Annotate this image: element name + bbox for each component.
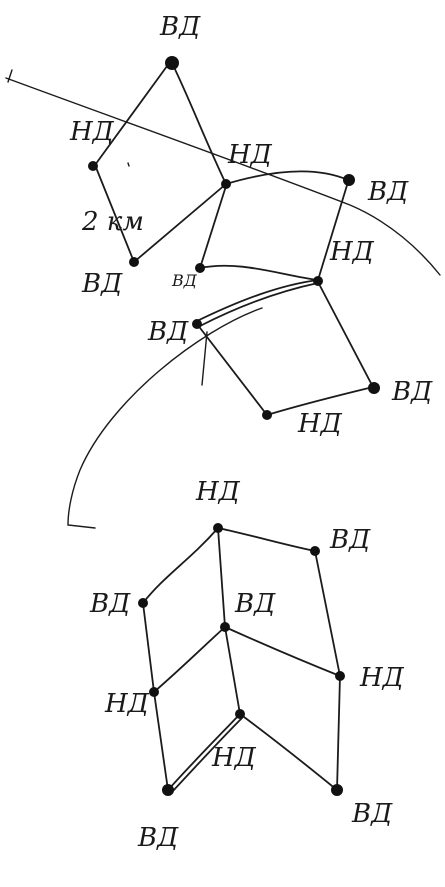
edge-mid-top-a: [194, 279, 319, 323]
curve-start-tick: [7, 69, 13, 83]
label-mid-bottom-nd: НД: [297, 409, 343, 439]
node-b-inner-nd: [235, 709, 245, 719]
node-mid-left-vd: [192, 319, 202, 329]
edge-small-right: [199, 264, 319, 281]
edge-b-right-1: [314, 550, 341, 677]
middle-cluster: [192, 276, 380, 420]
label-b-top-right-vd: ВД: [329, 525, 371, 555]
edge-b-low-right: [239, 713, 338, 791]
node-mid-bottom-nd: [262, 410, 272, 420]
sweep-arc: [67, 307, 263, 529]
node-b-bottom-left-vd: [162, 784, 174, 796]
edge-mid-bottom: [266, 386, 374, 416]
edge-left-down: [94, 164, 135, 263]
label-small-vd: ВД: [171, 271, 198, 290]
label-b-top-nd: НД: [195, 477, 241, 507]
top-cluster: [88, 56, 355, 281]
edge-lower-center: [133, 183, 227, 263]
edge-b-spine-2: [224, 626, 241, 715]
edge-right-down: [317, 181, 349, 281]
label-b-left-nd: НД: [104, 689, 150, 719]
label-left-nd: НД: [69, 117, 115, 147]
label-center-nd: НД: [227, 140, 273, 170]
edge-b-left-1: [142, 602, 155, 693]
node-b-right-nd: [335, 671, 345, 681]
label-top-vd: ВД: [159, 12, 201, 42]
label-lower-left-vd: ВД: [81, 269, 123, 299]
label-km: 2 км: [81, 207, 144, 237]
node-center-nd: [221, 179, 231, 189]
node-b-bottom-right-vd: [331, 784, 343, 796]
edge-center-right: [225, 170, 349, 185]
edge-b-top-right: [217, 527, 316, 552]
label-b-right-nd: НД: [359, 663, 405, 693]
long-curve: [5, 77, 441, 276]
node-b-top-right-vd: [310, 546, 320, 556]
label-right-nd: НД: [329, 237, 375, 267]
edge-top-left: [94, 61, 171, 166]
bottom-cluster: [138, 523, 345, 796]
edge-b-left-2: [153, 691, 169, 791]
node-b-left-vd: [138, 598, 148, 608]
label-mid-right-vd: ВД: [391, 377, 433, 407]
edge-mid-top-b: [199, 282, 319, 327]
node-b-top-nd: [213, 523, 223, 533]
edge-b-mid-left: [153, 626, 226, 693]
node-mid-right-vd: [368, 382, 380, 394]
edge-b-low-left-a: [167, 713, 241, 791]
node-b-center-vd: [220, 622, 230, 632]
edge-b-right-2: [336, 675, 341, 791]
km-tick: [127, 162, 130, 167]
label-mid-left-vd: ВД: [147, 317, 189, 347]
node-mid-right-nd: [313, 276, 323, 286]
node-small-vd: [195, 263, 205, 273]
label-b-left-vd: ВД: [89, 589, 131, 619]
edge-center-small: [199, 185, 227, 269]
node-left-nd: [88, 161, 98, 171]
label-right-vd: ВД: [367, 177, 409, 207]
node-b-left-nd: [149, 687, 159, 697]
mid-inner-line: [201, 331, 208, 386]
edge-mid-left: [196, 323, 268, 416]
node-top-vd: [165, 56, 179, 70]
edge-mid-right: [317, 281, 374, 388]
node-right-vd: [343, 174, 355, 186]
label-b-bottom-left-vd: ВД: [137, 823, 179, 853]
edge-b-spine-1: [217, 527, 226, 628]
edge-b-low-left-b: [171, 717, 243, 793]
label-b-inner-nd: НД: [211, 743, 257, 773]
node-lower-left-vd: [129, 257, 139, 267]
edge-b-mid-right: [224, 626, 341, 677]
edge-top-center: [171, 62, 227, 185]
label-b-bottom-right-vd: ВД: [351, 799, 393, 829]
label-b-center-vd: ВД: [234, 589, 276, 619]
edge-b-top-left: [142, 527, 219, 604]
